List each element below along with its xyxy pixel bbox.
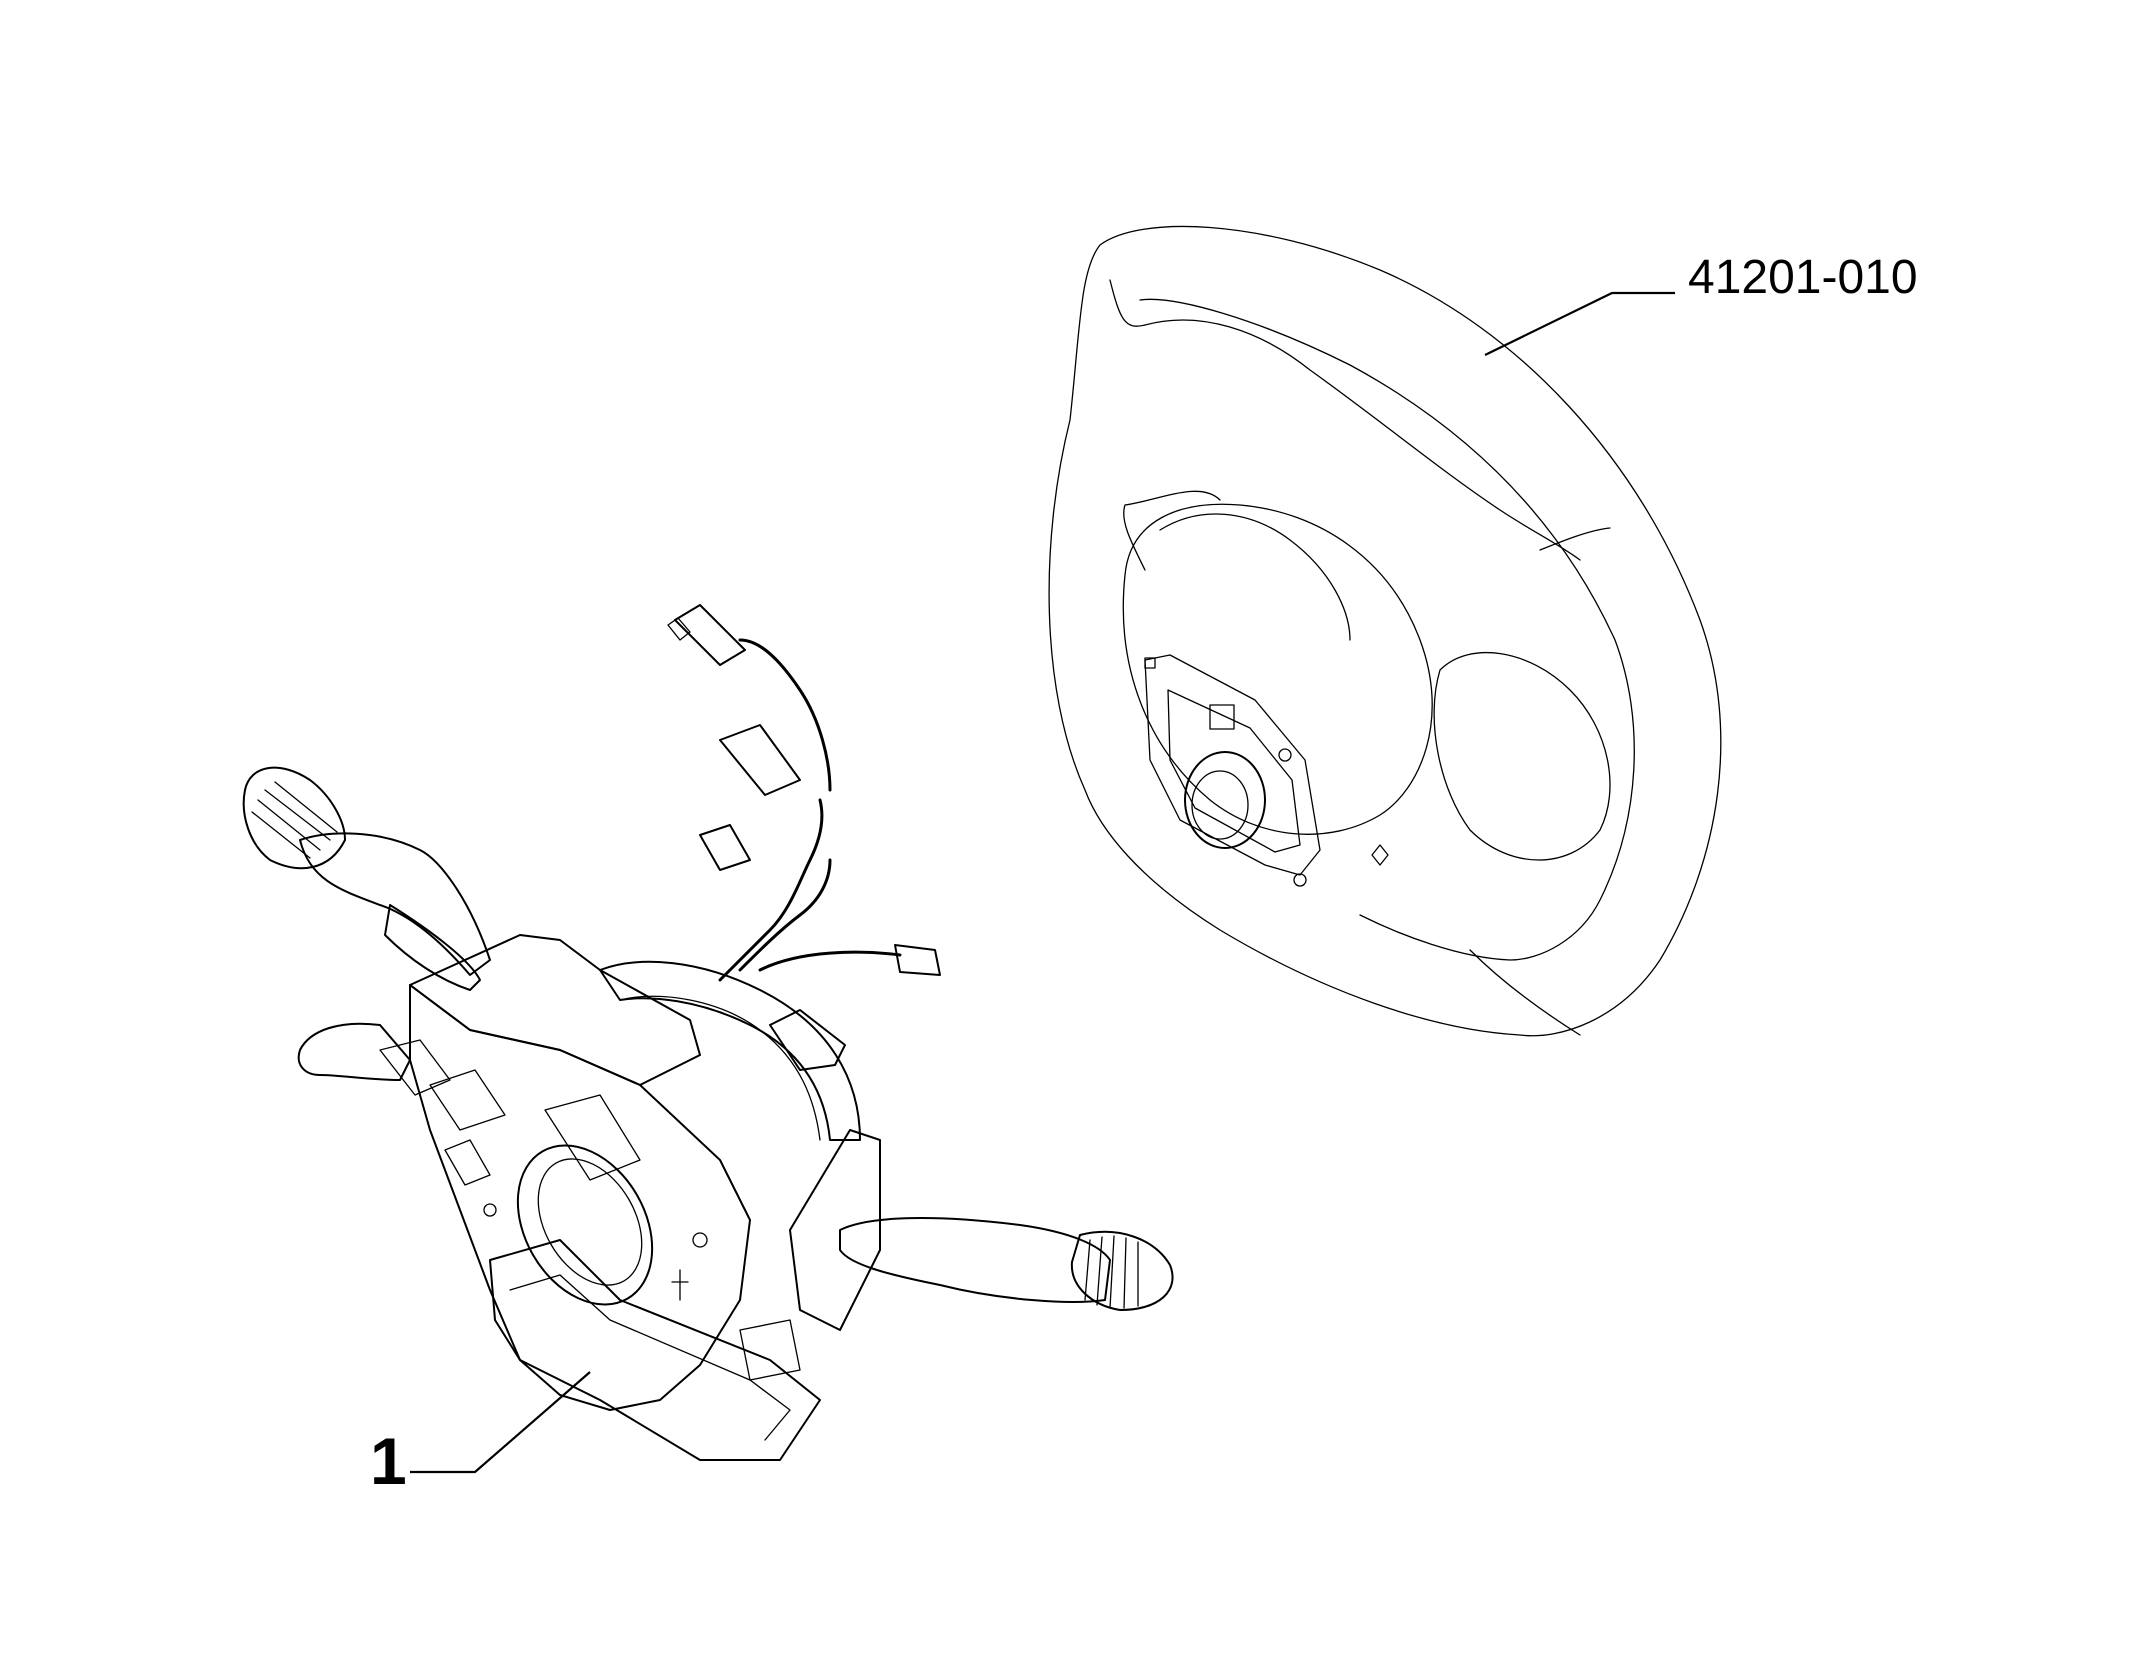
callout-steering-wheel: 41201-010 [1484, 251, 1918, 356]
plug-c-body [699, 824, 751, 871]
wheel-rim-outer [1048, 225, 1722, 1037]
wheel-screw-2 [1278, 748, 1292, 762]
label-steering-wheel-ref: 41201-010 [1688, 251, 1918, 304]
wheel-boss-inner [1191, 770, 1249, 840]
upper-lever-knob-grip [251, 781, 338, 859]
wheel-seam-lower [1469, 949, 1581, 1036]
wheel-boss-outer [1184, 751, 1266, 849]
face-bolt-1 [483, 1203, 497, 1217]
wheel-hub-cover [1159, 513, 1351, 641]
label-switch-assembly-ref: 1 [370, 1424, 407, 1498]
upper-lever-stalk [299, 832, 491, 976]
wheel-screw-1 [1144, 657, 1156, 669]
wheel-screw-3 [1293, 873, 1307, 887]
plug-a-tip [667, 617, 691, 641]
callout-switch-assembly: 1 [370, 1371, 591, 1498]
wheel-boss-tab [1209, 704, 1235, 730]
plug-b-body [719, 724, 801, 796]
wheel-airbag-pad [1433, 651, 1611, 861]
harness-wire-top [738, 638, 832, 792]
plug-d-body [894, 944, 941, 976]
clock-spring-ring [599, 960, 861, 1141]
harness-wire-main [718, 798, 824, 982]
leader-line-switch-assembly [410, 1371, 591, 1474]
side-connector [769, 1009, 846, 1071]
lower-lever-stalk [839, 1217, 1111, 1303]
steering-wheel [1048, 225, 1722, 1037]
face-connector-3 [544, 1094, 641, 1181]
wheel-mount-inner [1167, 689, 1301, 853]
wheel-grip-upper [1109, 279, 1581, 561]
wheel-spoke-left [1123, 490, 1221, 571]
harness-wire-branch [738, 858, 832, 972]
plug-a-body [674, 604, 746, 666]
wheel-screw-4 [1371, 844, 1389, 866]
housing-front-face [409, 984, 751, 1411]
housing-bottom-box [489, 1239, 821, 1461]
lower-lever-knob-grip [1084, 1235, 1139, 1309]
upper-lever-knob [242, 766, 346, 870]
clock-spring-ring-inner [619, 995, 821, 1141]
upper-lever-base [384, 904, 481, 991]
harness-wire-lower [758, 950, 902, 972]
face-bolt-2 [692, 1232, 708, 1248]
housing-bottom-tab [739, 1319, 801, 1381]
wheel-seam-right [1539, 527, 1611, 551]
housing-centre-bore [516, 1144, 654, 1306]
housing-left-bracket [297, 1022, 411, 1081]
lower-lever-knob [1070, 1230, 1174, 1311]
housing-right-bracket [789, 1129, 881, 1331]
face-connector-4 [444, 1139, 491, 1186]
housing-centre-bore-inner [537, 1158, 643, 1286]
wheel-hub-outer [1122, 503, 1433, 835]
wheel-mount-plate [1144, 654, 1321, 876]
leader-line-steering-wheel [1484, 291, 1675, 356]
face-connector-2 [429, 1069, 506, 1131]
face-pin [671, 1269, 689, 1301]
wheel-rim-inner [1139, 298, 1635, 961]
housing-bottom-box-inner [509, 1274, 791, 1441]
switch-assembly [242, 604, 1174, 1461]
face-connector-1 [379, 1039, 451, 1096]
